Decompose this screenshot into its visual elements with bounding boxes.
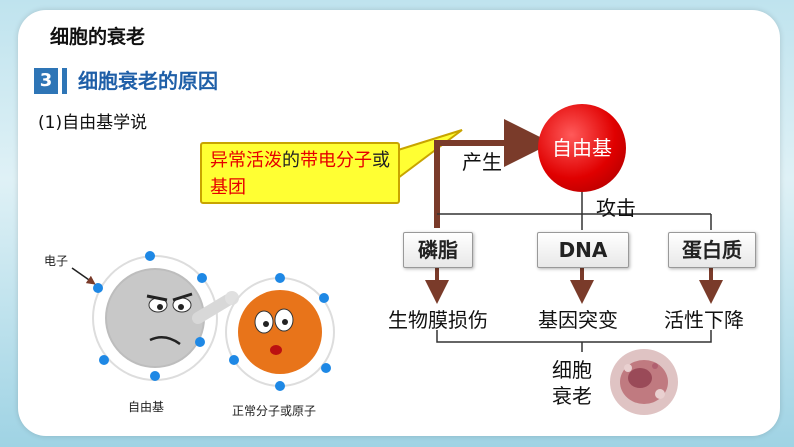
normal-molecule-caption: 正常分子或原子	[232, 404, 317, 418]
definition-callout: 异常活泼的带电分子或基团	[200, 142, 400, 204]
result-gene-mutation: 基因突变	[538, 308, 618, 332]
result-membrane-damage: 生物膜损伤	[388, 308, 488, 332]
conclusion-line-1: 细胞	[552, 358, 592, 382]
callout-text-1: 异常活泼	[210, 150, 282, 171]
section-divider-bar	[62, 68, 67, 94]
free-radical-illustration	[92, 251, 239, 381]
result-brace	[436, 330, 712, 343]
target-phospholipid: 磷脂	[403, 232, 473, 268]
section-number: 3	[34, 68, 58, 94]
aging-cell-image	[610, 349, 678, 415]
electron-label: 电子	[44, 254, 69, 268]
callout-text-4: 或	[372, 150, 390, 171]
produce-arrow	[434, 119, 552, 228]
section-title: 细胞衰老的原因	[78, 69, 218, 93]
normal-molecule-illustration	[225, 273, 335, 391]
subheading: (1)自由基学说	[38, 113, 148, 133]
callout-pointer	[397, 129, 463, 180]
conclusion-line-2: 衰老	[552, 384, 592, 408]
electron-pointer	[71, 267, 96, 285]
slide-title: 细胞的衰老	[50, 26, 146, 48]
target-protein: 蛋白质	[668, 232, 756, 268]
target-dna: DNA	[537, 232, 629, 268]
result-activity-decline: 活性下降	[664, 308, 744, 332]
attack-label: 攻击	[596, 196, 636, 220]
callout-text-5: 基团	[210, 177, 246, 198]
free-radical-node: 自由基	[538, 104, 626, 192]
produce-label: 产生	[462, 150, 502, 174]
callout-text-2: 的	[282, 150, 300, 171]
radical-caption: 自由基	[128, 400, 165, 414]
callout-text-3: 带电分子	[300, 150, 372, 171]
